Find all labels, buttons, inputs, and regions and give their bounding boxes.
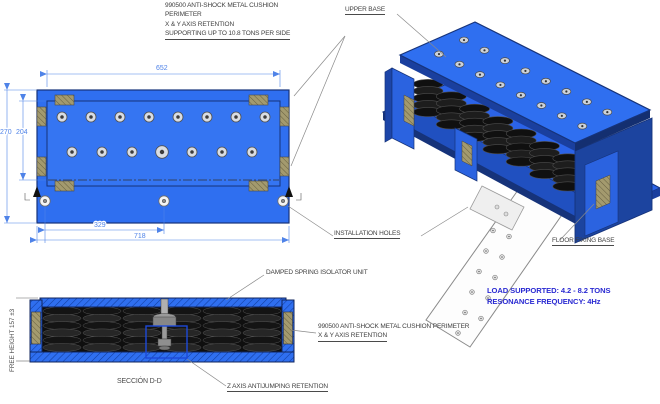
installation-holes-plan: [39, 195, 289, 207]
annotation-floor-fixing-base: FLOOR FIXING BASE: [552, 236, 615, 247]
z-axis-detail-box: [145, 325, 188, 359]
iso-right-wall: [574, 117, 653, 244]
annotation-line: 990500 ANTI-SHOCK METAL CUSHION: [165, 2, 279, 9]
plan-dimensions: [4, 70, 290, 243]
spec-block: LOAD SUPPORTED: 4.2 - 8.2 TONS RESONANCE…: [487, 286, 611, 307]
section-cushion-pad-left: [31, 311, 41, 345]
annotation-installation-holes: INSTALLATION HOLES: [334, 229, 401, 240]
iso-left-bracket: [384, 67, 415, 150]
plan-dimension-texts: 652 270 204 329 718: [0, 64, 169, 241]
iso-upper-base-top: [398, 21, 652, 144]
leader-lines: [186, 13, 595, 387]
spec-load-supported: LOAD SUPPORTED: 4.2 - 8.2 TONS: [487, 286, 611, 295]
spec-resonance-frequency: RESONANCE FREQUENCY: 4Hz: [487, 296, 601, 306]
dim-204: 204: [16, 129, 28, 136]
section-cut-arrows: [24, 186, 302, 201]
dim-270: 270: [0, 129, 12, 136]
section-bolt: [152, 298, 177, 351]
plan-cushion-pads: [36, 94, 290, 192]
plan-view: [24, 89, 302, 224]
annotation-cushion-section: 990500 ANTI-SHOCK METAL CUSHION PERIMETE…: [318, 322, 469, 342]
annotation-line-underlined: SUPPORTING UP TO 10.8 TONS PER SIDE: [165, 29, 290, 40]
plan-holes: [56, 111, 271, 159]
dim-329: 329: [94, 222, 106, 229]
free-height-label: FREE HEIGHT 157 ±3: [9, 308, 16, 372]
annotation-line: X & Y AXIS RETENTION: [165, 20, 235, 28]
section-label: SECCIÓN D-D: [117, 378, 162, 385]
section-view: FREE HEIGHT 157 ±3: [9, 297, 295, 372]
annotation-line: PERIMETER: [165, 11, 202, 19]
annotation-cushion-top: 990500 ANTI-SHOCK METAL CUSHION PERIMETE…: [165, 1, 290, 40]
iso-top-washers: [434, 36, 613, 130]
iso-middle-bracket: [454, 127, 478, 182]
annotation-z-axis-retention: Z AXIS ANTIJUMPING RETENTION: [227, 382, 328, 393]
dim-652: 652: [156, 65, 168, 72]
section-cushion-pad-right: [283, 311, 293, 345]
annotation-damped-spring-unit: DAMPED SPRING ISOLATOR UNIT: [266, 269, 368, 276]
dim-718: 718: [134, 233, 146, 240]
isometric-view: [381, 21, 660, 348]
iso-springs: [412, 79, 584, 192]
annotation-upper-base: UPPER BASE: [345, 5, 385, 16]
